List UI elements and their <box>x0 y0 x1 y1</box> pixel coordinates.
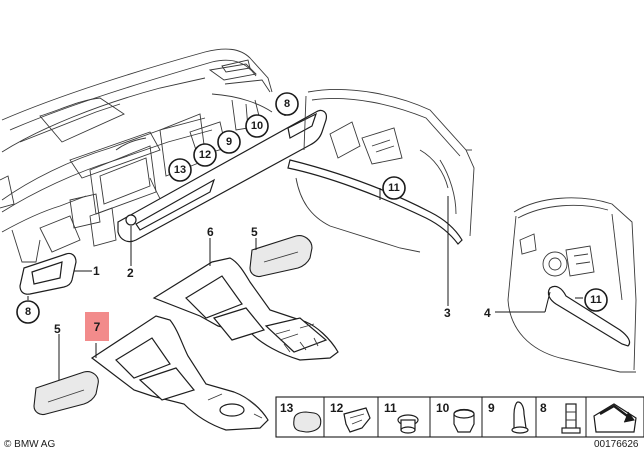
part-2-dash-trim <box>117 109 327 243</box>
strip-label-11[interactable]: 11 <box>384 401 397 415</box>
svg-text:11: 11 <box>388 182 400 194</box>
callout-12[interactable]: 12 <box>193 143 217 167</box>
rear-door-drawing <box>507 197 637 373</box>
callout-8-top[interactable]: 8 <box>275 92 299 116</box>
part-11-nut-icon <box>397 414 419 434</box>
part-5-cover-left <box>33 371 99 416</box>
svg-text:13: 13 <box>174 164 186 176</box>
part-1-trim <box>19 252 77 295</box>
strip-label-10[interactable]: 10 <box>436 401 450 415</box>
svg-text:11: 11 <box>590 294 602 306</box>
part-8-clip-icon <box>561 403 581 434</box>
callout-11-rear[interactable]: 11 <box>584 288 608 312</box>
svg-text:8: 8 <box>25 306 31 318</box>
callout-13[interactable]: 13 <box>168 158 192 182</box>
diagram-number: 00176626 <box>594 439 639 450</box>
part-4-rear-handle <box>547 285 631 347</box>
callout-5-right[interactable]: 5 <box>251 225 258 239</box>
svg-text:12: 12 <box>199 149 211 161</box>
callout-1[interactable]: 1 <box>93 264 100 278</box>
part-6-console-trim <box>152 257 339 361</box>
brand-footer: © BMW AG <box>4 439 55 450</box>
callout-7[interactable]: 7 <box>94 320 101 334</box>
callout-8-left[interactable]: 8 <box>16 300 40 324</box>
svg-text:10: 10 <box>251 120 263 132</box>
part-9-pin-icon <box>511 401 529 434</box>
part-10-grommet-icon <box>453 408 475 433</box>
callout-3[interactable]: 3 <box>444 306 451 320</box>
callout-9[interactable]: 9 <box>217 130 241 154</box>
callout-5-left[interactable]: 5 <box>54 322 61 336</box>
callout-10[interactable]: 10 <box>245 114 269 138</box>
strip-label-9[interactable]: 9 <box>488 401 495 415</box>
part-5-cover-right <box>249 235 313 278</box>
highlight-box-7 <box>85 312 109 341</box>
part-13-clip-icon <box>293 411 322 433</box>
part-7-console-trim <box>90 315 269 431</box>
part-3-door-strip <box>287 159 463 245</box>
continue-arrow-icon[interactable] <box>593 403 637 433</box>
callout-11-door[interactable]: 11 <box>382 176 406 200</box>
strip-label-12[interactable]: 12 <box>330 401 344 415</box>
callout-6[interactable]: 6 <box>207 225 214 239</box>
front-door-drawing <box>295 89 475 253</box>
svg-text:9: 9 <box>226 136 232 148</box>
parts-strip: 13 12 11 10 9 8 <box>275 396 644 438</box>
callout-4[interactable]: 4 <box>484 306 491 320</box>
svg-text:8: 8 <box>284 98 290 110</box>
callout-2[interactable]: 2 <box>127 266 134 280</box>
strip-label-13[interactable]: 13 <box>280 401 294 415</box>
strip-label-8[interactable]: 8 <box>540 401 547 415</box>
